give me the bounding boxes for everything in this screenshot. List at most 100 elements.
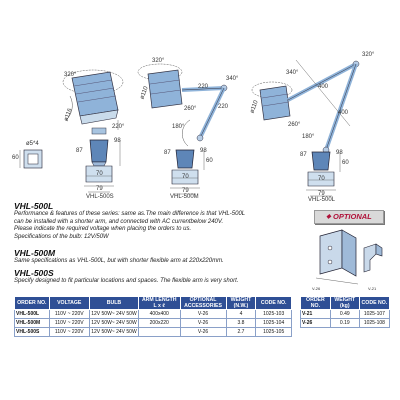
section-text: Performance & features of these series: … bbox=[14, 211, 246, 217]
cell: 0.49 bbox=[329, 309, 360, 319]
dim-label: 220 bbox=[198, 84, 209, 90]
section-title: VHL-500S bbox=[14, 268, 54, 278]
lamp-500m-drawing bbox=[137, 63, 228, 195]
cell: 12V 50W~ 24V 50W bbox=[88, 309, 139, 319]
cell bbox=[137, 327, 181, 337]
cell: 3.8 bbox=[225, 318, 257, 328]
optional-item-label: V-21 bbox=[368, 286, 377, 291]
dim-label: 98 bbox=[114, 138, 121, 144]
optional-table: ORDER NO. WEIGHT (kg) CODE NO. V-21 0.49… bbox=[300, 296, 391, 328]
dim-label: 79 bbox=[318, 191, 325, 197]
dim-label: 98 bbox=[200, 148, 207, 154]
col-weight: WEIGHT (kg) bbox=[329, 296, 360, 310]
dim-label: 400 bbox=[318, 84, 329, 90]
lamp-diagrams bbox=[19, 59, 360, 197]
dim-label: 60 bbox=[342, 160, 349, 166]
dim-label: 60 bbox=[12, 155, 19, 161]
cell: 0.19 bbox=[329, 318, 360, 328]
dim-label: 340° bbox=[226, 76, 239, 82]
dim-label: 87 bbox=[300, 152, 307, 158]
dim-label: 98 bbox=[336, 150, 343, 156]
cell: 200x220 bbox=[137, 318, 181, 328]
section-vhl-500l: VHL-500L Performance & features of these… bbox=[14, 201, 314, 241]
optional-banner: ◆ OPTIONAL bbox=[314, 210, 384, 224]
section-title: VHL-500M bbox=[14, 248, 56, 258]
optional-item-label: V-26 bbox=[312, 286, 321, 291]
dim-label: 180° bbox=[172, 124, 185, 130]
table-row: V-21 0.49 1025-107 bbox=[300, 309, 391, 319]
cell: V-26 bbox=[179, 318, 227, 328]
section-vhl-500s: VHL-500S Specify designed to fit particu… bbox=[14, 268, 314, 286]
section-text: can be installed with a shorter arm, and… bbox=[14, 218, 224, 225]
dim-label: ø5*4 bbox=[26, 141, 39, 147]
dim-label: 79 bbox=[182, 188, 189, 194]
dim-label: 70 bbox=[318, 176, 325, 182]
section-vhl-500m: VHL-500M Same specifications as VHL-500L… bbox=[14, 248, 314, 266]
caption-vhl-500s: VHL-500S bbox=[86, 194, 114, 200]
cell: 12V 50W~ 24V 50W bbox=[88, 318, 139, 328]
dim-label: 180° bbox=[302, 134, 315, 140]
lamp-500s-drawing bbox=[19, 69, 124, 193]
diamond-icon: ◆ bbox=[326, 214, 331, 221]
dim-label: 400 bbox=[338, 110, 349, 116]
cell: 1025-107 bbox=[358, 309, 391, 319]
caption-vhl-500l: VHL-500L bbox=[308, 197, 336, 203]
dim-label: 320° bbox=[362, 52, 375, 58]
cell: 400x400 bbox=[137, 309, 181, 319]
specs-table: ORDER NO. VOLTAGE BULB ARM LENGTH L x ℓ … bbox=[14, 296, 292, 337]
cell: 12V 50W~ 24V 50W bbox=[88, 327, 139, 337]
section-text: Specify designed to fit particular locat… bbox=[14, 278, 239, 284]
dim-label: 60 bbox=[206, 158, 213, 164]
cell: V-26 bbox=[300, 318, 331, 328]
dim-label: 87 bbox=[164, 150, 171, 156]
cell: 110V ~ 220V bbox=[48, 318, 90, 328]
table-row: VHL-500M 110V ~ 220V 12V 50W~ 24V 50W 20… bbox=[14, 318, 292, 328]
cell: V-21 bbox=[300, 309, 331, 319]
dim-label: 220 bbox=[218, 104, 229, 110]
dim-label: 70 bbox=[96, 171, 103, 177]
cell: VHL-500M bbox=[14, 318, 50, 328]
dim-label: 260° bbox=[184, 106, 197, 112]
section-text: Specifications of the bulb: 12V/50W bbox=[14, 233, 109, 240]
col-order-no: ORDER NO. bbox=[300, 296, 331, 310]
cell: 4 bbox=[225, 309, 257, 319]
cell: V-26 bbox=[179, 327, 227, 337]
cell: VHL-500L bbox=[14, 309, 50, 319]
section-text: Please indicate the required voltage whe… bbox=[14, 226, 192, 233]
col-code-no: CODE NO. bbox=[358, 296, 391, 310]
table-row: V-26 0.19 1025-108 bbox=[300, 318, 391, 328]
table-row: VHL-500L 110V ~ 220V 12V 50W~ 24V 50W 40… bbox=[14, 309, 292, 319]
optional-brackets-drawing bbox=[315, 229, 383, 285]
cell: 1025-108 bbox=[358, 318, 391, 328]
table-row: VHL-500S 110V ~ 220V 12V 50W~ 24V 50W V-… bbox=[14, 327, 292, 337]
cell: 110V ~ 220V bbox=[48, 327, 90, 337]
dim-label: 70 bbox=[182, 174, 189, 180]
dim-label: 220° bbox=[112, 124, 125, 130]
section-text: Same specifications as VHL-500L, but wit… bbox=[14, 258, 224, 264]
table-header-row: ORDER NO. WEIGHT (kg) CODE NO. bbox=[300, 296, 391, 310]
col-arm-length: ARM LENGTH L x ℓ bbox=[137, 296, 181, 310]
col-bulb: BULB bbox=[88, 296, 139, 310]
col-weight: WEIGHT (N.W.) bbox=[225, 296, 257, 310]
cell: V-26 bbox=[179, 309, 227, 319]
caption-vhl-500m: VHL-500M bbox=[170, 194, 199, 200]
dim-label: 87 bbox=[76, 148, 83, 154]
table-header-row: ORDER NO. VOLTAGE BULB ARM LENGTH L x ℓ … bbox=[14, 296, 292, 310]
cell: 1025-105 bbox=[255, 327, 292, 337]
col-order-no: ORDER NO. bbox=[14, 296, 50, 310]
cell: 1025-104 bbox=[255, 318, 292, 328]
optional-title: OPTIONAL bbox=[332, 212, 372, 221]
col-voltage: VOLTAGE bbox=[48, 296, 90, 310]
lamp-500l-drawing bbox=[251, 59, 360, 197]
cell: 110V ~ 220V bbox=[48, 309, 90, 319]
col-optional-accessories: OPTIONAL ACCESSORIES bbox=[179, 296, 227, 310]
dim-label: 79 bbox=[96, 186, 103, 192]
dim-label: 340° bbox=[286, 70, 299, 76]
dim-label: 320° bbox=[152, 58, 165, 64]
section-title: VHL-500L bbox=[14, 201, 54, 211]
cell: 1025-103 bbox=[255, 309, 292, 319]
dim-label: 260° bbox=[288, 122, 301, 128]
cell: VHL-500S bbox=[14, 327, 50, 337]
col-code-no: CODE NO. bbox=[255, 296, 292, 310]
dim-label: 320° bbox=[64, 72, 77, 78]
